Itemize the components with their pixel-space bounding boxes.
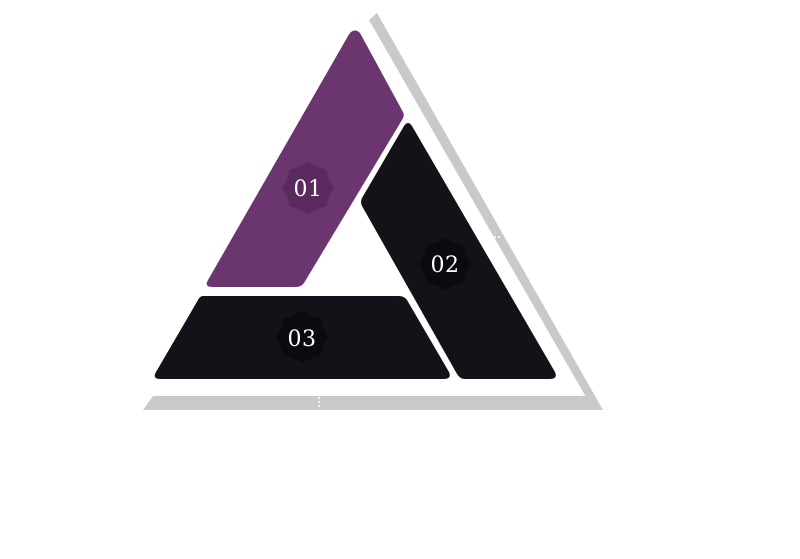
segment-01-shape xyxy=(206,30,404,287)
segment-01-label: 01 xyxy=(294,177,323,202)
segment-03: 03 xyxy=(154,296,450,379)
segment-02-label: 02 xyxy=(431,253,460,278)
segment-03-badge xyxy=(276,311,328,363)
segment-02: 02 xyxy=(361,123,556,379)
segment-01-badge xyxy=(282,162,334,214)
segment-02-badge xyxy=(419,238,471,290)
segment-01: 01 xyxy=(206,30,404,287)
segment-03-label: 03 xyxy=(288,327,317,352)
frame-right-edge xyxy=(369,13,603,410)
frame-bottom-edge xyxy=(143,396,603,410)
triangle-frame xyxy=(143,13,603,410)
